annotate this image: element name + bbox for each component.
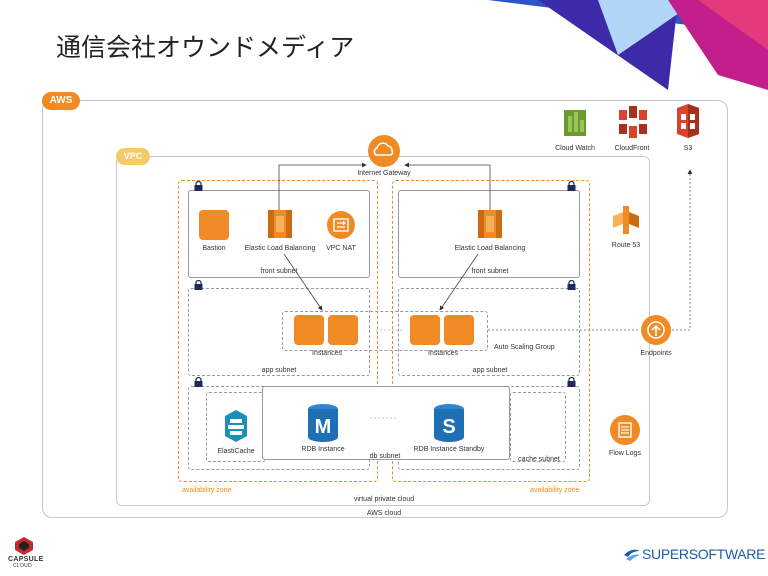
availability-zone-right-label: availability zone — [530, 487, 580, 494]
availability-zone-left — [178, 180, 378, 482]
elasticache-label: ElastiCache — [217, 448, 255, 455]
cache-subnet-label: cache subnet — [518, 456, 560, 463]
elasticache-icon — [225, 410, 247, 442]
vpc-nat-icon — [327, 211, 355, 239]
auto-scaling-group — [282, 311, 488, 351]
endpoints-icon — [641, 315, 671, 345]
elastic-load-balancing-icon — [478, 210, 502, 238]
capsule-line2: CLOUD — [13, 563, 33, 569]
internet-gateway-icon — [368, 135, 400, 167]
app-subnet-right — [398, 288, 580, 376]
flowlogs-icon — [610, 415, 640, 445]
vpc-label: virtual private cloud — [353, 496, 415, 503]
cloudfront-icon — [619, 106, 647, 138]
aws-badge: AWS — [42, 92, 80, 110]
db-subnet-label: db subnet — [369, 453, 401, 460]
rdb-standby-icon: S — [434, 404, 464, 442]
slide-title: 通信会社オウンドメディア — [56, 33, 355, 62]
elb-left-label: Elastic Load Balancing — [244, 245, 316, 252]
availability-zone-left-label: availability zone — [182, 487, 232, 494]
route53-label: Route 53 — [611, 242, 641, 249]
aws-cloud-label: AWS cloud — [366, 510, 402, 517]
bastion-icon — [199, 210, 229, 240]
lock-icon — [194, 280, 203, 290]
cache-subnet-box — [510, 392, 566, 462]
instances-left-label: Instances — [312, 350, 342, 357]
supersoftware-logo-mark — [624, 549, 640, 561]
s3-icon — [677, 104, 699, 138]
cloudfront-label: CloudFront — [614, 145, 650, 152]
lock-icon — [567, 377, 576, 387]
instance-icon — [410, 315, 440, 345]
vpc-nat-label: VPC NAT — [326, 245, 356, 252]
app-subnet-right-label: app subnet — [472, 367, 508, 374]
instance-icon — [444, 315, 474, 345]
lock-icon — [567, 181, 576, 191]
auto-scaling-group-label: Auto Scaling Group — [494, 344, 555, 351]
endpoints-label: Endpoints — [640, 350, 672, 357]
capsule-brand-name: CAPSULE CLOUD — [8, 556, 44, 569]
rdb-instance-label: RDB Instance — [301, 446, 345, 453]
decorative-corner-graphic — [488, 0, 768, 90]
rdb-instance-icon: M — [308, 404, 338, 442]
rdb-standby-label: RDB Instance Standby — [413, 446, 485, 453]
front-subnet-left-label: front subnet — [260, 268, 298, 275]
standby-letter: S — [442, 416, 455, 438]
lock-icon — [194, 377, 203, 387]
cloudwatch-label: Cloud Watch — [555, 145, 595, 152]
instance-icon — [294, 315, 324, 345]
bastion-label: Bastion — [202, 245, 226, 252]
aws-cloud-boundary — [42, 100, 728, 518]
capsule-cloud-logo — [15, 537, 33, 555]
availability-zone-right — [392, 180, 590, 482]
cloudwatch-icon — [564, 110, 586, 136]
instance-icon — [328, 315, 358, 345]
instances-right-label: Instances — [428, 350, 458, 357]
app-subnet-left — [188, 288, 370, 376]
supersoftware-brand-name: SUPERSOFTWARE — [642, 546, 766, 562]
capsule-line1: CAPSULE — [8, 556, 44, 563]
app-subnet-left-label: app subnet — [261, 367, 297, 374]
elb-right-label: Elastic Load Balancing — [454, 245, 526, 252]
rdb-letter: M — [315, 416, 332, 438]
internet-gateway-label: Internet Gateway — [357, 170, 411, 177]
db-subnet — [262, 386, 510, 460]
vpc-badge: VPC — [116, 148, 150, 165]
front-subnet-right-label: front subnet — [471, 268, 509, 275]
lock-icon — [567, 280, 576, 290]
route53-icon — [613, 206, 639, 234]
elastic-load-balancing-icon — [268, 210, 292, 238]
lock-icon — [194, 181, 203, 191]
flowlogs-label: Flow Logs — [609, 450, 641, 457]
s3-label: S3 — [683, 145, 693, 152]
